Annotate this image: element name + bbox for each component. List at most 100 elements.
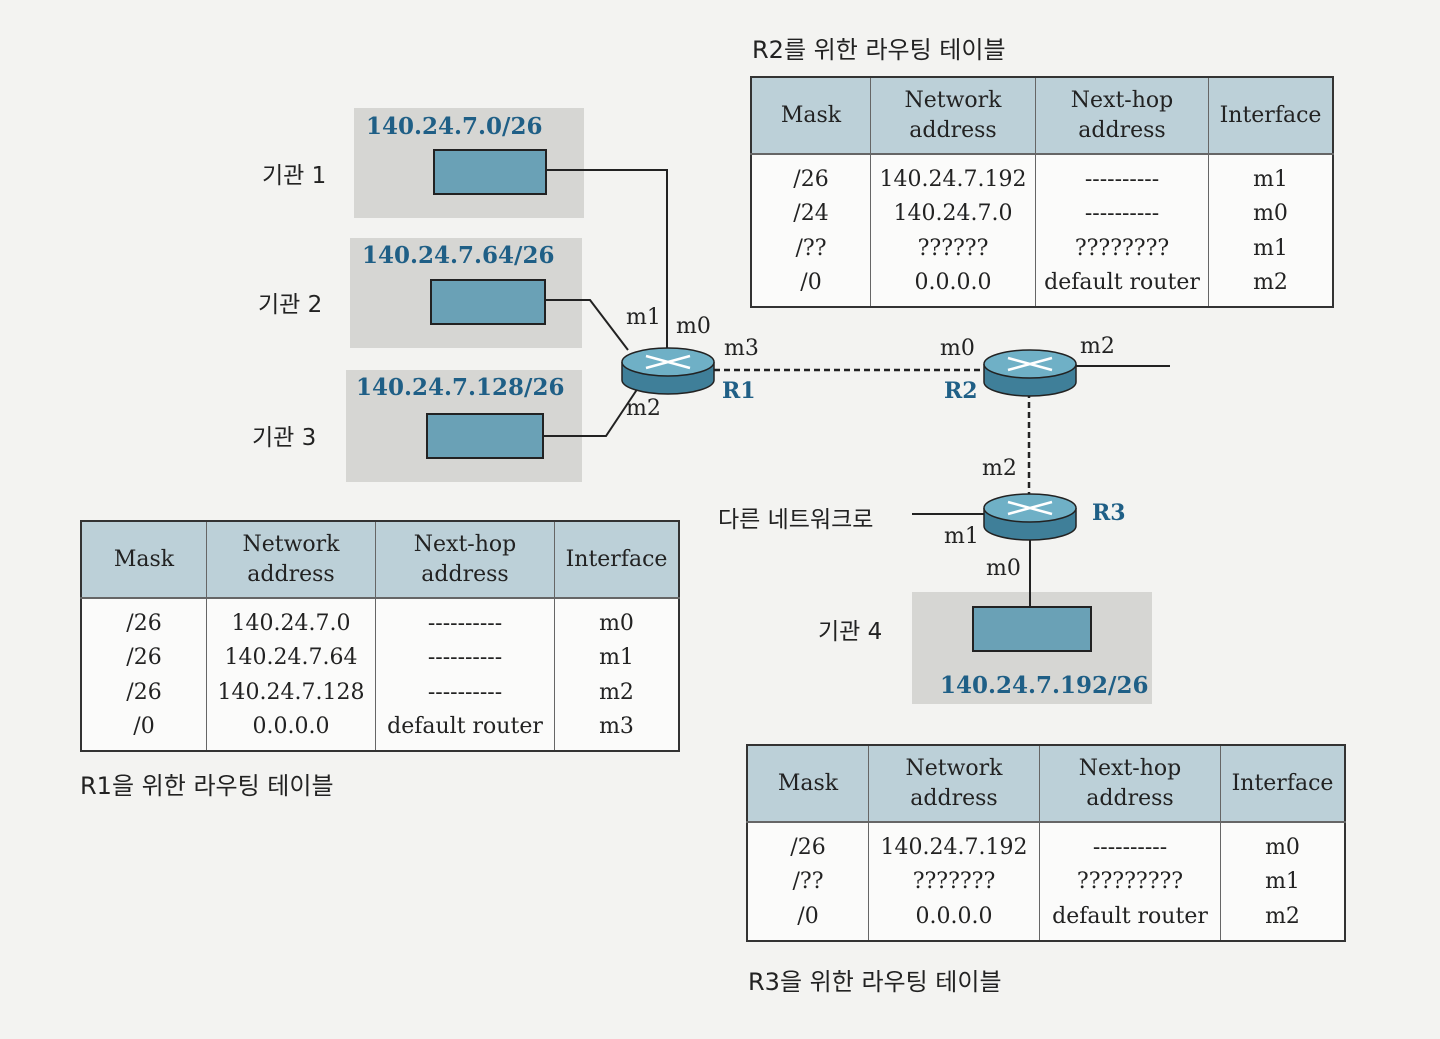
r1-name: R1	[722, 378, 756, 404]
org1-lan	[433, 149, 547, 195]
r2-m0-label: m0	[940, 336, 975, 361]
cell-mask: /0	[751, 265, 871, 307]
cell-nexthop: ----------	[1035, 197, 1209, 232]
col-mask: Mask	[81, 521, 207, 600]
cell-mask: /24	[751, 197, 871, 232]
col-nexthop: Next-hop address	[1035, 77, 1209, 156]
r1-m2-label: m2	[626, 396, 661, 421]
link-org3-r1	[544, 387, 639, 437]
r3-m0-label: m0	[986, 556, 1021, 581]
r1-m1-label: m1	[626, 305, 661, 330]
r3-m1-label: m1	[944, 524, 979, 549]
col-mask: Mask	[747, 745, 869, 824]
cell-interface: m3	[599, 713, 634, 739]
cell-nexthop: default router	[375, 709, 555, 751]
cell-interface: m2	[1265, 903, 1300, 929]
cell-interface: m2	[1253, 269, 1288, 295]
cell-mask: /??	[751, 231, 871, 266]
cell-nexthop: default router	[1039, 899, 1221, 941]
cell-network: 0.0.0.0	[868, 899, 1040, 941]
r2-name: R2	[944, 378, 978, 404]
cell-mask: /26	[81, 641, 207, 676]
other-network-label: 다른 네트워크로	[718, 507, 874, 533]
r2-routing-table: Mask Network address Next-hop address In…	[750, 76, 1334, 308]
link-org2-r1	[546, 299, 629, 351]
org4-label: 기관 4	[818, 619, 883, 645]
cell-interface: m0	[1265, 835, 1300, 861]
cell-network: ???????	[868, 865, 1040, 900]
org4-lan	[972, 606, 1092, 652]
org2-lan	[430, 279, 546, 325]
cell-nexthop: ????????	[1035, 231, 1209, 266]
col-interface: Interface	[1220, 745, 1345, 824]
org2-label: 기관 2	[258, 292, 323, 318]
cell-interface: m2	[599, 679, 634, 705]
cell-interface: m1	[599, 645, 634, 671]
cell-mask: /0	[81, 709, 207, 751]
cell-network: 140.24.7.64	[206, 641, 376, 676]
col-nexthop: Next-hop address	[375, 521, 555, 600]
col-interface: Interface	[1208, 77, 1333, 156]
r3-routing-table: Mask Network address Next-hop address In…	[746, 744, 1346, 942]
cell-nexthop: ----------	[1035, 154, 1209, 198]
col-network: Network address	[206, 521, 376, 600]
r3-name: R3	[1092, 500, 1126, 526]
col-interface: Interface	[554, 521, 679, 600]
org3-label: 기관 3	[252, 425, 317, 451]
r1-table-caption: R1을 위한 라우팅 테이블	[80, 772, 334, 800]
link-org1-r1	[546, 169, 668, 350]
col-mask: Mask	[751, 77, 871, 156]
cell-nexthop: ----------	[1039, 822, 1221, 866]
r1-routing-table: Mask Network address Next-hop address In…	[80, 520, 680, 752]
cell-network: ??????	[870, 231, 1036, 266]
cell-network: 140.24.7.128	[206, 675, 376, 710]
cell-network: 140.24.7.192	[868, 822, 1040, 866]
org3-lan	[426, 413, 544, 459]
cell-interface: m0	[599, 611, 634, 637]
org4-network: 140.24.7.192/26	[940, 672, 1149, 699]
router-r2-icon	[983, 349, 1077, 397]
cell-nexthop: ----------	[375, 598, 555, 642]
r3-table-caption: R3을 위한 라우팅 테이블	[748, 968, 1002, 996]
r2-m2-label: m2	[1080, 334, 1115, 359]
cell-network: 0.0.0.0	[870, 265, 1036, 307]
cell-mask: /26	[747, 822, 869, 866]
table-row: /????????????????m1	[751, 231, 1333, 266]
cell-network: 140.24.7.0	[870, 197, 1036, 232]
cell-mask: /26	[81, 598, 207, 642]
col-nexthop: Next-hop address	[1039, 745, 1221, 824]
cell-interface: m1	[1265, 869, 1300, 895]
org2-network: 140.24.7.64/26	[362, 242, 555, 269]
org1-label: 기관 1	[262, 163, 327, 189]
cell-network: 140.24.7.192	[870, 154, 1036, 198]
r1-m0-label: m0	[676, 314, 711, 339]
router-r3-icon	[983, 493, 1077, 541]
cell-mask: /??	[747, 865, 869, 900]
cell-network: 0.0.0.0	[206, 709, 376, 751]
cell-nexthop: default router	[1035, 265, 1209, 307]
cell-nexthop: ----------	[375, 675, 555, 710]
cell-nexthop: ?????????	[1039, 865, 1221, 900]
cell-mask: /0	[747, 899, 869, 941]
r3-m2-label: m2	[982, 456, 1017, 481]
col-network: Network address	[870, 77, 1036, 156]
cell-nexthop: ----------	[375, 641, 555, 676]
org3-network: 140.24.7.128/26	[356, 374, 565, 401]
cell-mask: /26	[81, 675, 207, 710]
col-network: Network address	[868, 745, 1040, 824]
org1-network: 140.24.7.0/26	[366, 113, 543, 140]
cell-interface: m1	[1253, 167, 1288, 193]
r2-table-caption: R2를 위한 라우팅 테이블	[752, 36, 1006, 64]
cell-interface: m0	[1253, 201, 1288, 227]
table-row: /?????????????????? m1	[747, 865, 1345, 900]
